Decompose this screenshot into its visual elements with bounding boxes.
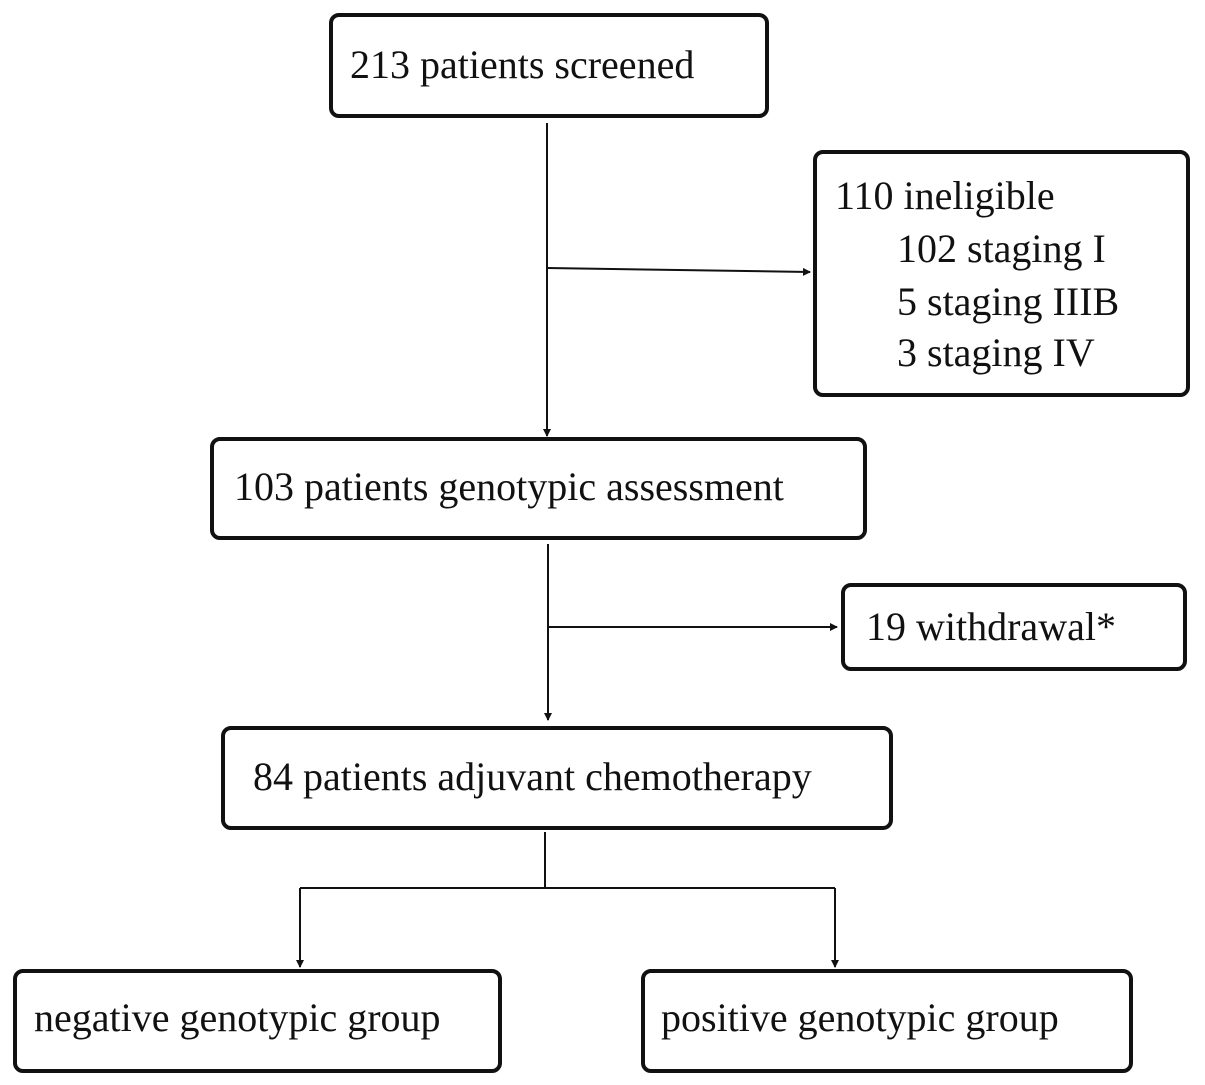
chemotherapy-box <box>221 726 893 830</box>
arrow-to-ineligible <box>546 267 811 276</box>
ineligible-reason-staging-iiib: 5 staging IIIB <box>897 279 1120 324</box>
assessment-box <box>210 437 867 540</box>
ineligible-reason-staging-iv: 3 staging IV <box>897 330 1095 375</box>
negative-group-label: negative genotypic group <box>34 995 441 1040</box>
chemotherapy-label: 84 patients adjuvant chemotherapy <box>253 754 812 799</box>
negative-group-box <box>13 969 502 1073</box>
positive-group-box <box>641 969 1133 1073</box>
assessment-label: 103 patients genotypic assessment <box>234 464 784 509</box>
positive-group-label: positive genotypic group <box>661 995 1059 1040</box>
screened-box <box>329 13 769 118</box>
ineligible-title: 110 ineligible <box>835 173 1055 218</box>
ineligible-reason-staging-i: 102 staging I <box>897 226 1106 271</box>
withdrawal-label: 19 withdrawal* <box>866 604 1116 649</box>
withdrawal-box <box>841 583 1187 671</box>
ineligible-box <box>813 150 1190 397</box>
screened-label: 213 patients screened <box>350 42 695 87</box>
